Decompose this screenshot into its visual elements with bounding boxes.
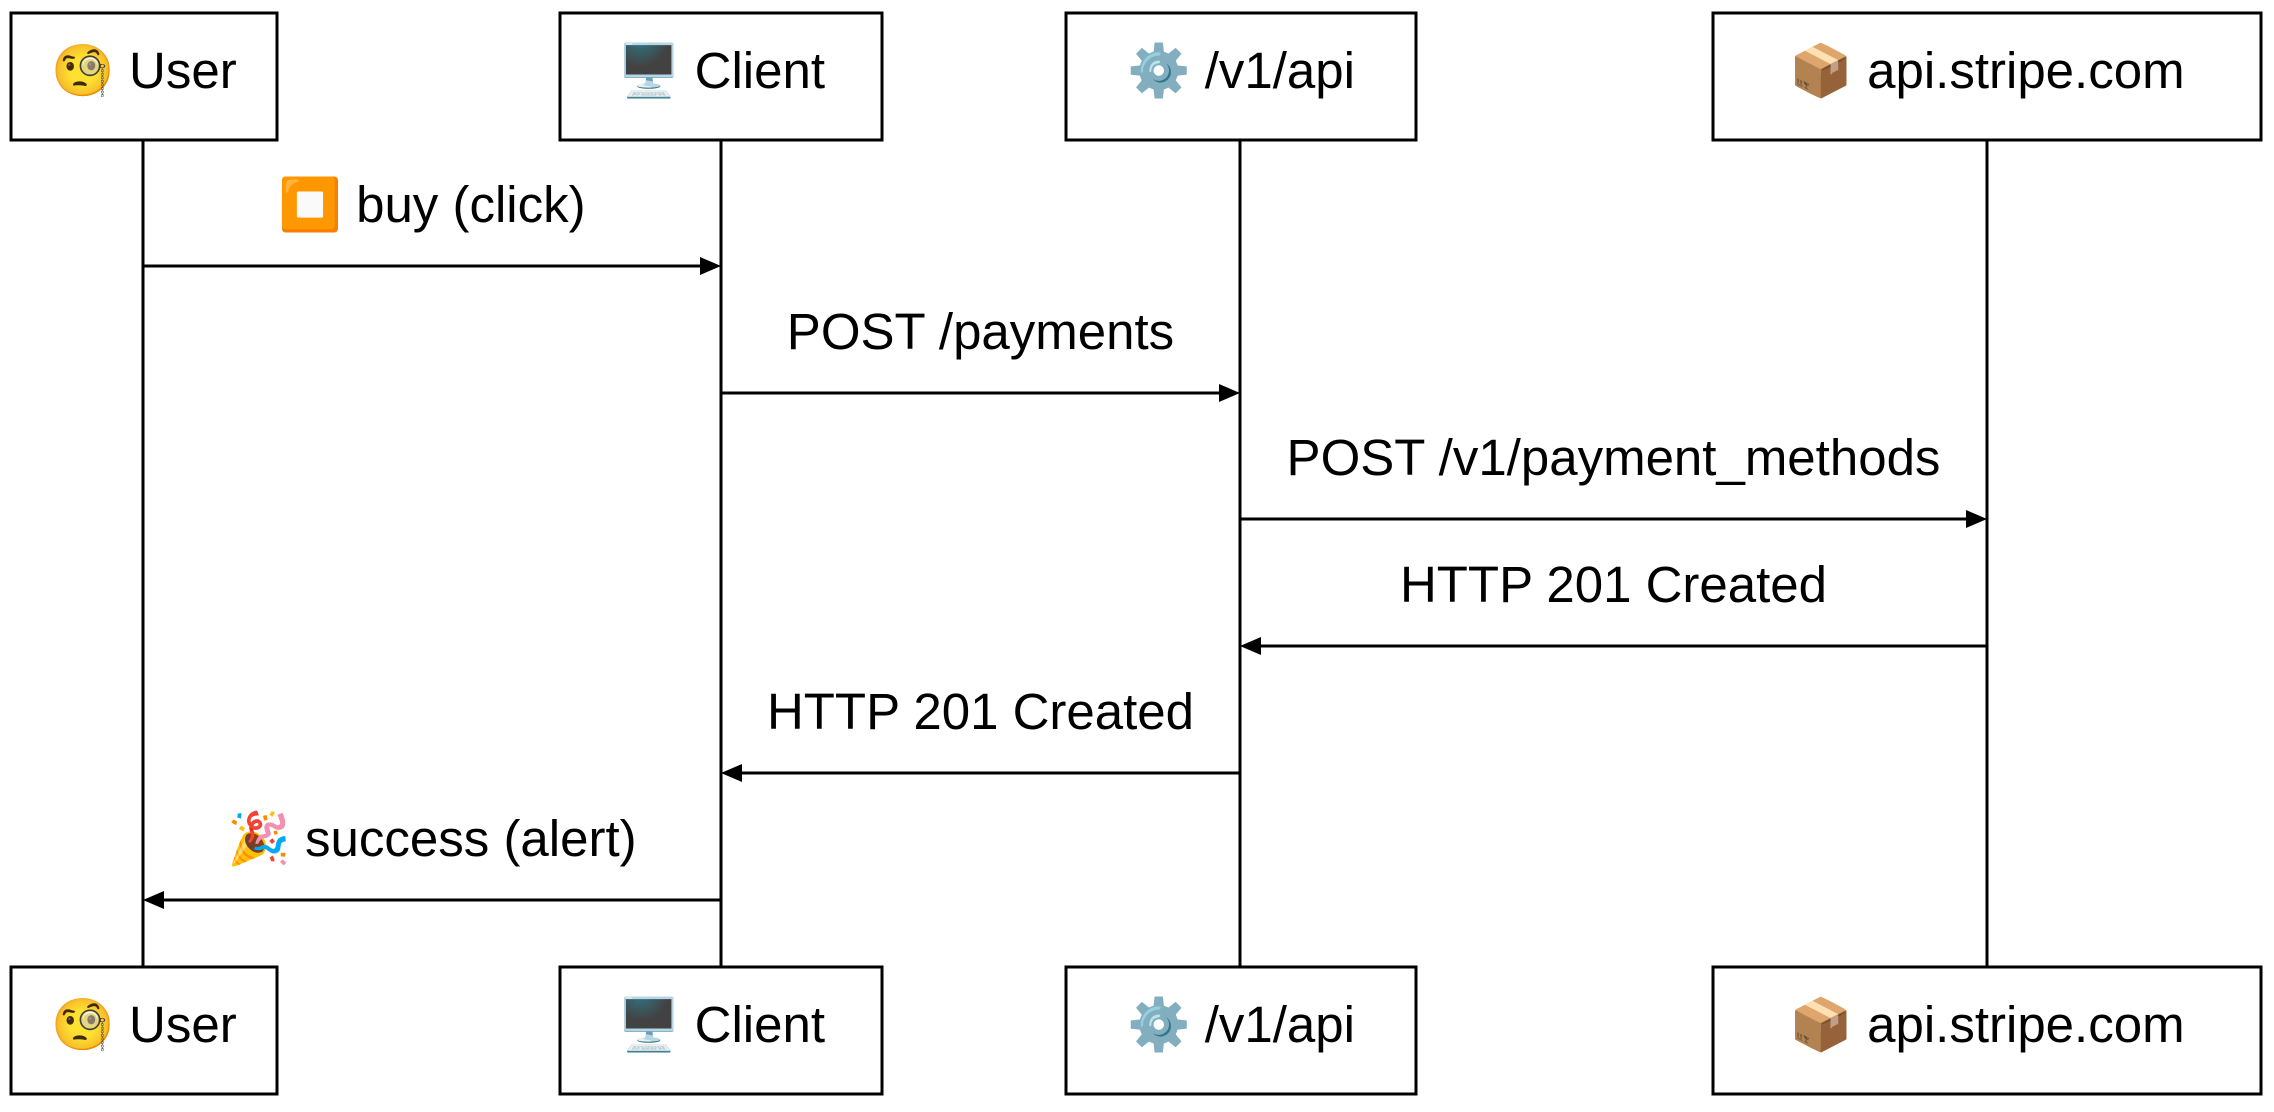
- message-label: ⏹️ buy (click): [278, 175, 585, 234]
- arrowhead: [721, 764, 742, 782]
- message-label-text: buy (click): [356, 176, 586, 233]
- message-label-text: HTTP 201 Created: [767, 683, 1194, 740]
- participant-label: 📦 api.stripe.com: [1789, 995, 2184, 1054]
- participant-api-bottom: ⚙️ /v1/api: [1064, 965, 1418, 1096]
- participant-box: [1064, 11, 1418, 142]
- participant-box: [1711, 11, 2263, 142]
- participant-box: [9, 11, 279, 142]
- desktop-computer-icon: 🖥️: [617, 41, 681, 100]
- participant-box: [558, 11, 884, 142]
- arrowhead: [1966, 510, 1987, 528]
- participant-label-text: /v1/api: [1205, 42, 1355, 99]
- arrowhead: [700, 257, 721, 275]
- participant-label: ⚙️ /v1/api: [1127, 41, 1355, 100]
- participant-user-top: 🧐 User: [9, 11, 279, 142]
- message-3: POST /v1/payment_methods: [1240, 429, 1987, 528]
- participant-label: 📦 api.stripe.com: [1789, 41, 2184, 100]
- participant-label: 🧐 User: [51, 42, 236, 99]
- package-icon: 📦: [1789, 41, 1853, 100]
- monocle-face-icon: 🧐: [51, 996, 115, 1053]
- participant-box: [1064, 965, 1418, 1096]
- participant-label: 🧐 User: [51, 996, 236, 1053]
- participant-client-top: 🖥️ Client: [558, 11, 884, 142]
- participant-stripe-bottom: 📦 api.stripe.com: [1711, 965, 2263, 1096]
- message-6: 🎉 success (alert): [143, 809, 721, 909]
- participant-label-text: User: [129, 42, 237, 99]
- participant-box: [558, 965, 884, 1096]
- desktop-computer-icon: 🖥️: [617, 995, 681, 1054]
- message-label-text: POST /v1/payment_methods: [1287, 429, 1941, 486]
- message-label-text: POST /payments: [787, 303, 1174, 360]
- party-popper-icon: 🎉: [227, 809, 291, 869]
- message-label: POST /payments: [787, 303, 1174, 360]
- participant-label-text: User: [129, 996, 237, 1053]
- participant-label: 🖥️ Client: [617, 41, 825, 100]
- message-label: POST /v1/payment_methods: [1287, 429, 1941, 486]
- message-label-text: success (alert): [305, 810, 637, 867]
- message-1: ⏹️ buy (click): [143, 175, 721, 275]
- participant-label-text: Client: [695, 996, 825, 1053]
- message-label-text: HTTP 201 Created: [1400, 556, 1827, 613]
- message-label: HTTP 201 Created: [767, 683, 1194, 740]
- gear-icon: ⚙️: [1127, 995, 1191, 1054]
- participant-client-bottom: 🖥️ Client: [558, 965, 884, 1096]
- participant-stripe-top: 📦 api.stripe.com: [1711, 11, 2263, 142]
- package-icon: 📦: [1789, 995, 1853, 1054]
- stop-button-icon: ⏹️: [278, 175, 342, 234]
- message-label: HTTP 201 Created: [1400, 556, 1827, 613]
- participant-box: [1711, 965, 2263, 1096]
- participant-box: [9, 965, 279, 1096]
- arrowhead: [1240, 637, 1261, 655]
- message-5: HTTP 201 Created: [721, 683, 1240, 782]
- participant-label: 🖥️ Client: [617, 995, 825, 1054]
- monocle-face-icon: 🧐: [51, 42, 115, 99]
- arrowhead: [143, 891, 164, 909]
- message-2: POST /payments: [721, 303, 1240, 402]
- participant-label-text: api.stripe.com: [1867, 996, 2184, 1053]
- participant-label-text: api.stripe.com: [1867, 42, 2184, 99]
- participant-label-text: Client: [695, 42, 825, 99]
- participant-label-text: /v1/api: [1205, 996, 1355, 1053]
- participant-user-bottom: 🧐 User: [9, 965, 279, 1096]
- gear-icon: ⚙️: [1127, 41, 1191, 100]
- message-label: 🎉 success (alert): [227, 809, 636, 869]
- message-4: HTTP 201 Created: [1240, 556, 1987, 655]
- participant-label: ⚙️ /v1/api: [1127, 995, 1355, 1054]
- arrowhead: [1219, 384, 1240, 402]
- participant-api-top: ⚙️ /v1/api: [1064, 11, 1418, 142]
